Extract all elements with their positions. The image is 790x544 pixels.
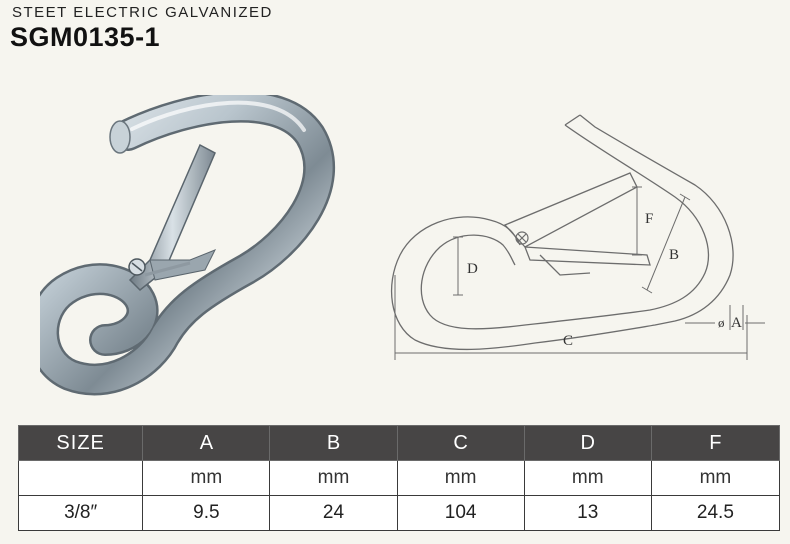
table-header-row: SIZE A B C D F xyxy=(17,425,781,461)
diameter-symbol: ø xyxy=(718,315,725,330)
value-a: 9.5 xyxy=(142,495,271,531)
value-f: 24.5 xyxy=(650,495,781,531)
unit-a: mm xyxy=(142,460,271,496)
product-title: SGM0135-1 xyxy=(10,22,161,52)
label-d: D xyxy=(467,261,478,277)
label-f: F xyxy=(645,211,653,227)
unit-size xyxy=(17,460,144,496)
label-a: A xyxy=(731,315,742,331)
technical-drawing: D F B C ø A xyxy=(390,114,765,360)
unit-f: mm xyxy=(650,460,781,496)
header-d: D xyxy=(523,425,652,461)
label-b: B xyxy=(669,247,679,263)
value-d: 13 xyxy=(523,495,652,531)
product-photo xyxy=(40,95,336,396)
unit-b: mm xyxy=(269,460,398,496)
header-c: C xyxy=(396,425,525,461)
table-row: 3/8″ 9.5 24 104 13 24.5 xyxy=(17,495,781,531)
unit-c: mm xyxy=(396,460,525,496)
header-b: B xyxy=(269,425,398,461)
product-subtitle: STEET ELECTRIC GALVANIZED xyxy=(12,4,273,21)
table-units-row: mm mm mm mm mm xyxy=(17,460,781,496)
value-b: 24 xyxy=(269,495,398,531)
header-size: SIZE xyxy=(17,425,144,461)
value-c: 104 xyxy=(396,495,525,531)
label-c: C xyxy=(563,333,573,349)
unit-d: mm xyxy=(523,460,652,496)
header-a: A xyxy=(142,425,271,461)
header-f: F xyxy=(650,425,781,461)
spec-table: SIZE A B C D F mm mm mm mm mm 3/8″ 9.5 2… xyxy=(17,425,781,531)
value-size: 3/8″ xyxy=(17,495,144,531)
